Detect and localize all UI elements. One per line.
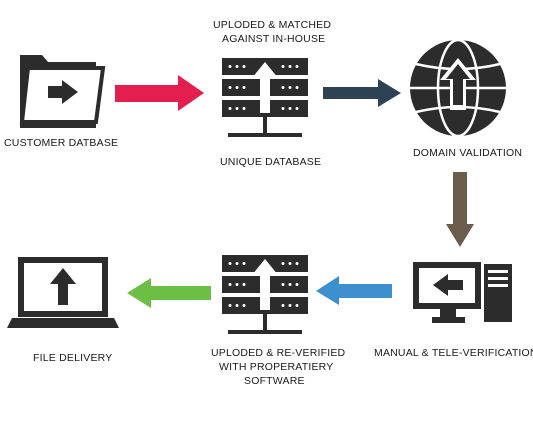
upload-match-label-line2: AGAINST IN-HOUSE [222, 33, 326, 45]
unique-database-label: UNIQUE DATABASE [220, 156, 322, 168]
manual-verification-label: MANUAL & TELE-VERIFICATION [374, 347, 533, 359]
upload-match-label-line1: UPLODED & MATCHED [213, 19, 332, 31]
reverify-label-line1: UPLODED & RE-VERIFIED [211, 347, 346, 359]
customer-database-label: CUSTOMER DATBASE [4, 137, 119, 149]
reverify-label-line2: WITH PROPERATIERY [219, 361, 334, 373]
domain-validation-label: DOMAIN VALIDATION [413, 147, 523, 159]
reverify-label-line3: SOFTWARE [244, 375, 305, 387]
file-delivery-label: FILE DELIVERY [33, 352, 113, 364]
